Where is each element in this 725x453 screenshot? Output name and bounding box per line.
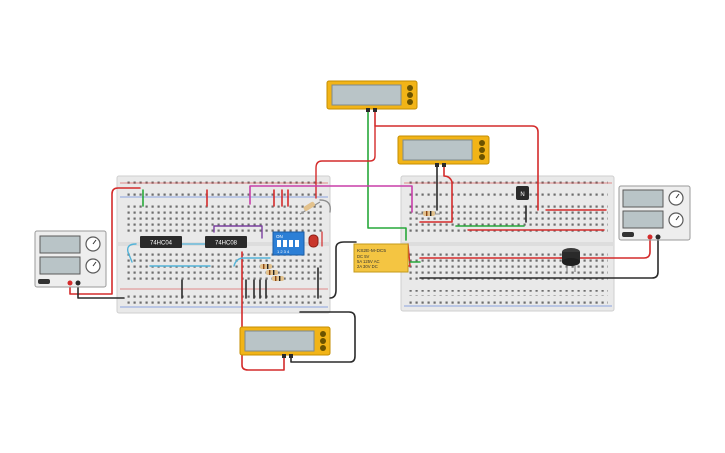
wire-black-bottom-meter xyxy=(290,311,356,363)
dial-icon xyxy=(320,331,326,337)
buzzer-icon[interactable] xyxy=(562,248,580,272)
relay-ac-rating: 5A 125V AC xyxy=(357,259,380,264)
dip-switch-numbers: 1 2 3 4 xyxy=(277,249,290,254)
wire-green-top-meter xyxy=(367,109,407,241)
wire-blue-c xyxy=(233,257,271,267)
relay-coil: DC 5V xyxy=(357,254,370,259)
wire-black-psu-left xyxy=(77,282,125,299)
resistor-right-board[interactable] xyxy=(418,211,440,216)
wire-purple-a xyxy=(213,225,263,239)
wire-black-relay xyxy=(329,241,357,299)
wire-red-psu-left xyxy=(69,187,141,295)
resistor-cluster-3[interactable] xyxy=(272,276,284,281)
wire-red-top-meter xyxy=(374,109,539,211)
transistor-npn[interactable]: N xyxy=(516,186,529,200)
multimeter-bottom[interactable] xyxy=(239,326,331,358)
resistor-top-right[interactable] xyxy=(299,201,321,215)
wire-red-psu-right xyxy=(419,237,651,259)
multimeter-top[interactable] xyxy=(326,80,418,112)
power-supply-left[interactable] xyxy=(34,230,107,288)
power-supply-right[interactable] xyxy=(618,185,691,241)
wire-blue-a xyxy=(126,243,137,263)
wire-magenta-jumper xyxy=(249,185,413,213)
dip-switch[interactable]: ON 1 2 3 4 xyxy=(272,231,305,256)
relay[interactable]: KS2E-M-DC5 DC 5V 5A 125V AC 2A 30V DC xyxy=(353,243,409,273)
chip-74hc04[interactable]: 74HC04 xyxy=(140,236,182,248)
resistor-cluster-2[interactable] xyxy=(266,270,278,275)
chip-74hc08-label: 74HC08 xyxy=(215,241,238,247)
dial-icon xyxy=(479,140,485,146)
dip-switch-on-label: ON xyxy=(276,234,283,239)
resistor-cluster-1[interactable] xyxy=(260,264,272,269)
relay-model: KS2E-M-DC5 xyxy=(357,248,386,254)
wires xyxy=(69,109,659,371)
dial-icon xyxy=(407,85,413,91)
multimeter-middle[interactable] xyxy=(397,135,490,167)
led-red[interactable] xyxy=(308,234,319,248)
wire-red-mid-meter xyxy=(419,163,453,223)
relay-dc-rating: 2A 30V DC xyxy=(357,264,378,269)
wire-red-top-meter-b xyxy=(315,125,376,199)
wire-black-psu-right xyxy=(419,237,659,279)
breadboard-right xyxy=(400,175,615,312)
wire-grey-led xyxy=(319,199,331,213)
wire-red-bottom-meter xyxy=(241,251,285,371)
transistor-label: N xyxy=(520,192,524,198)
chip-74hc04-label: 74HC04 xyxy=(150,241,173,247)
chip-74hc08[interactable]: 74HC08 xyxy=(205,236,247,248)
